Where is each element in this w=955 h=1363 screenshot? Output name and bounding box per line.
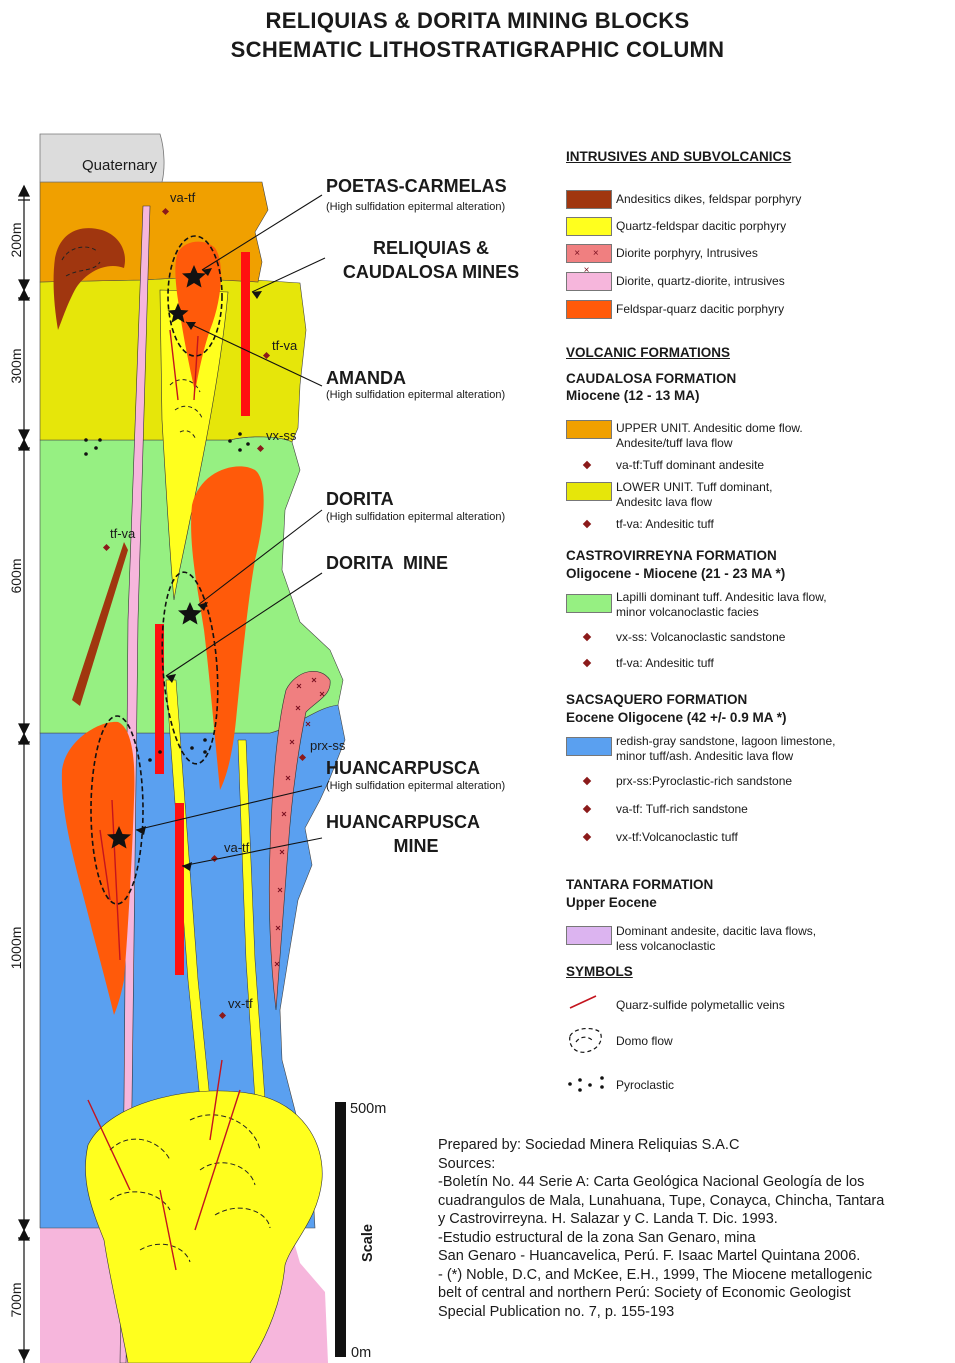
swatch-quartz-feldspar-porphyry xyxy=(566,217,612,236)
swatch-castrovirreyna xyxy=(566,594,612,613)
note-line-10: Special Publication no. 7, p. 155-193 xyxy=(438,1303,953,1322)
swatch-diorite-porphyry: × × × xyxy=(566,244,612,263)
legend-caudalosa-lower-2: Andesitc lava flow xyxy=(616,495,712,510)
unit-label-vx-ss: vx-ss xyxy=(266,428,296,443)
target-reliquias-line2: CAUDALOSA MINES xyxy=(320,262,542,283)
legend-sacsaquero-vx-tf: vx-tf:Volcanoclastic tuff xyxy=(616,830,738,845)
unit-label-tf-va-right: tf-va xyxy=(272,338,297,353)
legend-tantara-name: TANTARA FORMATION xyxy=(566,876,713,893)
unit-label-vx-tf: vx-tf xyxy=(228,996,253,1011)
sources-notes: Prepared by: Sociedad Minera Reliquias S… xyxy=(438,1136,953,1321)
legend-sacsaquero-va-tf: va-tf: Tuff-rich sandstone xyxy=(616,802,748,817)
legend-quartz-feldspar-porphyry: Quartz-feldspar dacitic porphyry xyxy=(616,219,786,234)
unit-label-va-tf-mid: va-tf xyxy=(224,840,249,855)
reliquias-mineralized-zone xyxy=(241,252,250,416)
swatch-tantara xyxy=(566,926,612,945)
swatch-feldspar-quarz-porphyry xyxy=(566,300,612,319)
swatch-diorite-intrusives xyxy=(566,272,612,291)
unit-label-prx-ss: prx-ss xyxy=(310,738,345,753)
legend-tantara-desc-2: less volcanoclastic xyxy=(616,939,715,954)
scale-bar xyxy=(335,1102,346,1357)
thickness-label-1000m: 1000m xyxy=(8,918,24,978)
legend-caudalosa-age: Miocene (12 - 13 MA) xyxy=(566,387,700,404)
note-line-1: Prepared by: Sociedad Minera Reliquias S… xyxy=(438,1136,953,1155)
target-huancarpusca-note: (High sulfidation epitermal alteration) xyxy=(326,780,505,792)
scale-top-label: 500m xyxy=(350,1101,386,1117)
scale-bottom-label: 0m xyxy=(351,1345,371,1361)
legend-feldspar-quarz-porphyry: Feldspar-quarz dacitic porphyry xyxy=(616,302,784,317)
legend-diorite-porphyry: Diorite porphyry, Intrusives xyxy=(616,246,758,261)
domo-flow-symbol-icon xyxy=(564,1024,606,1056)
target-amanda: AMANDA xyxy=(326,368,406,389)
target-huancarpusca-mine-line2: MINE xyxy=(326,836,506,857)
note-line-7: San Genaro - Huancavelica, Perú. F. Isaa… xyxy=(438,1247,953,1266)
target-dorita-mine: DORITA MINE xyxy=(326,553,448,574)
legend-sacsaquero-desc: redish-gray sandstone, lagoon limestone, xyxy=(616,734,835,749)
legend-tantara-desc: Dominant andesite, dacitic lava flows, xyxy=(616,924,816,939)
legend-caudalosa-tf-va: tf-va: Andesitic tuff xyxy=(616,517,714,532)
target-poetas-carmelas: POETAS-CARMELAS xyxy=(326,176,507,197)
legend-castrovirreyna-vx-ss: vx-ss: Volcanoclastic sandstone xyxy=(616,630,785,645)
swatch-caudalosa-lower xyxy=(566,482,612,501)
legend-castrovirreyna-desc-2: minor volcanoclastic facies xyxy=(616,605,759,620)
legend-andesitic-dikes: Andesitics dikes, feldspar porphyry xyxy=(616,192,801,207)
target-dorita-note: (High sulfidation epitermal alteration) xyxy=(326,511,505,523)
scale-label: Scale xyxy=(360,1213,376,1273)
target-huancarpusca: HUANCARPUSCA xyxy=(326,758,480,779)
swatch-sacsaquero xyxy=(566,737,612,756)
swatch-andesitic-dikes xyxy=(566,190,612,209)
note-line-3: -Boletín No. 44 Serie A: Carta Geológica… xyxy=(438,1173,953,1192)
legend-sacsaquero-age: Eocene Oligocene (42 +/- 0.9 MA *) xyxy=(566,709,786,726)
unit-label-va-tf-top: va-tf xyxy=(170,190,195,205)
quaternary-label: Quaternary xyxy=(82,157,157,174)
legend-pyroclastic: Pyroclastic xyxy=(616,1078,674,1093)
legend-castrovirreyna-name: CASTROVIRREYNA FORMATION xyxy=(566,547,777,564)
legend-veins: Quarz-sulfide polymetallic veins xyxy=(616,998,785,1013)
legend-sacsaquero-prx-ss: prx-ss:Pyroclastic-rich sandstone xyxy=(616,774,792,789)
legend-castrovirreyna-desc: Lapilli dominant tuff. Andesitic lava fl… xyxy=(616,590,827,605)
thickness-label-300m: 300m xyxy=(8,336,24,396)
legend-symbols-title: SYMBOLS xyxy=(566,964,633,979)
legend-caudalosa-name: CAUDALOSA FORMATION xyxy=(566,370,736,387)
legend-sacsaquero-desc-2: minor tuff/ash. Andesitic lava flow xyxy=(616,749,793,764)
legend-caudalosa-va-tf: va-tf:Tuff dominant andesite xyxy=(616,458,764,473)
legend-diorite-intrusives: Diorite, quartz-diorite, intrusives xyxy=(616,274,785,289)
huancarpusca-mineralized-zone xyxy=(175,803,184,975)
target-reliquias-line1: RELIQUIAS & xyxy=(320,238,542,259)
legend-caudalosa-upper: UPPER UNIT. Andesitic dome flow. xyxy=(616,421,803,436)
legend-volcanic-title: VOLCANIC FORMATIONS xyxy=(566,345,730,360)
legend-intrusives-title: INTRUSIVES AND SUBVOLCANICS xyxy=(566,149,791,164)
unit-label-tf-va-left: tf-va xyxy=(110,526,135,541)
pyroclastic-symbol-icon xyxy=(566,1074,610,1094)
target-huancarpusca-mine-line1: HUANCARPUSCA xyxy=(326,812,480,833)
legend-castrovirreyna-tf-va: tf-va: Andesitic tuff xyxy=(616,656,714,671)
legend-domo-flow: Domo flow xyxy=(616,1034,673,1049)
thickness-label-700m: 700m xyxy=(8,1270,24,1330)
note-line-5: y Castrovirreyna. H. Salazar y C. Landa … xyxy=(438,1210,953,1229)
note-line-8: - (*) Noble, D.C, and McKee, E.H., 1999,… xyxy=(438,1266,953,1285)
target-amanda-note: (High sulfidation epitermal alteration) xyxy=(326,389,505,401)
legend-castrovirreyna-age: Oligocene - Miocene (21 - 23 MA *) xyxy=(566,565,785,582)
vein-symbol-icon xyxy=(566,992,602,1012)
thickness-label-600m: 600m xyxy=(8,546,24,606)
note-line-9: belt of central and northern Perú: Socie… xyxy=(438,1284,953,1303)
thickness-label-200m: 200m xyxy=(8,210,24,270)
note-line-2: Sources: xyxy=(438,1155,953,1174)
note-line-6: -Estudio estructural de la zona San Gena… xyxy=(438,1229,953,1248)
target-poetas-carmelas-note: (High sulfidation epitermal alteration) xyxy=(326,201,505,213)
legend-tantara-age: Upper Eocene xyxy=(566,894,657,911)
legend-caudalosa-lower: LOWER UNIT. Tuff dominant, xyxy=(616,480,773,495)
legend-sacsaquero-name: SACSAQUERO FORMATION xyxy=(566,691,747,708)
swatch-caudalosa-upper xyxy=(566,420,612,439)
target-dorita: DORITA xyxy=(326,489,394,510)
legend-caudalosa-upper-2: Andesite/tuff lava flow xyxy=(616,436,733,451)
note-line-4: cuadrangulos de Mala, Lunahuana, Tupe, C… xyxy=(438,1192,953,1211)
